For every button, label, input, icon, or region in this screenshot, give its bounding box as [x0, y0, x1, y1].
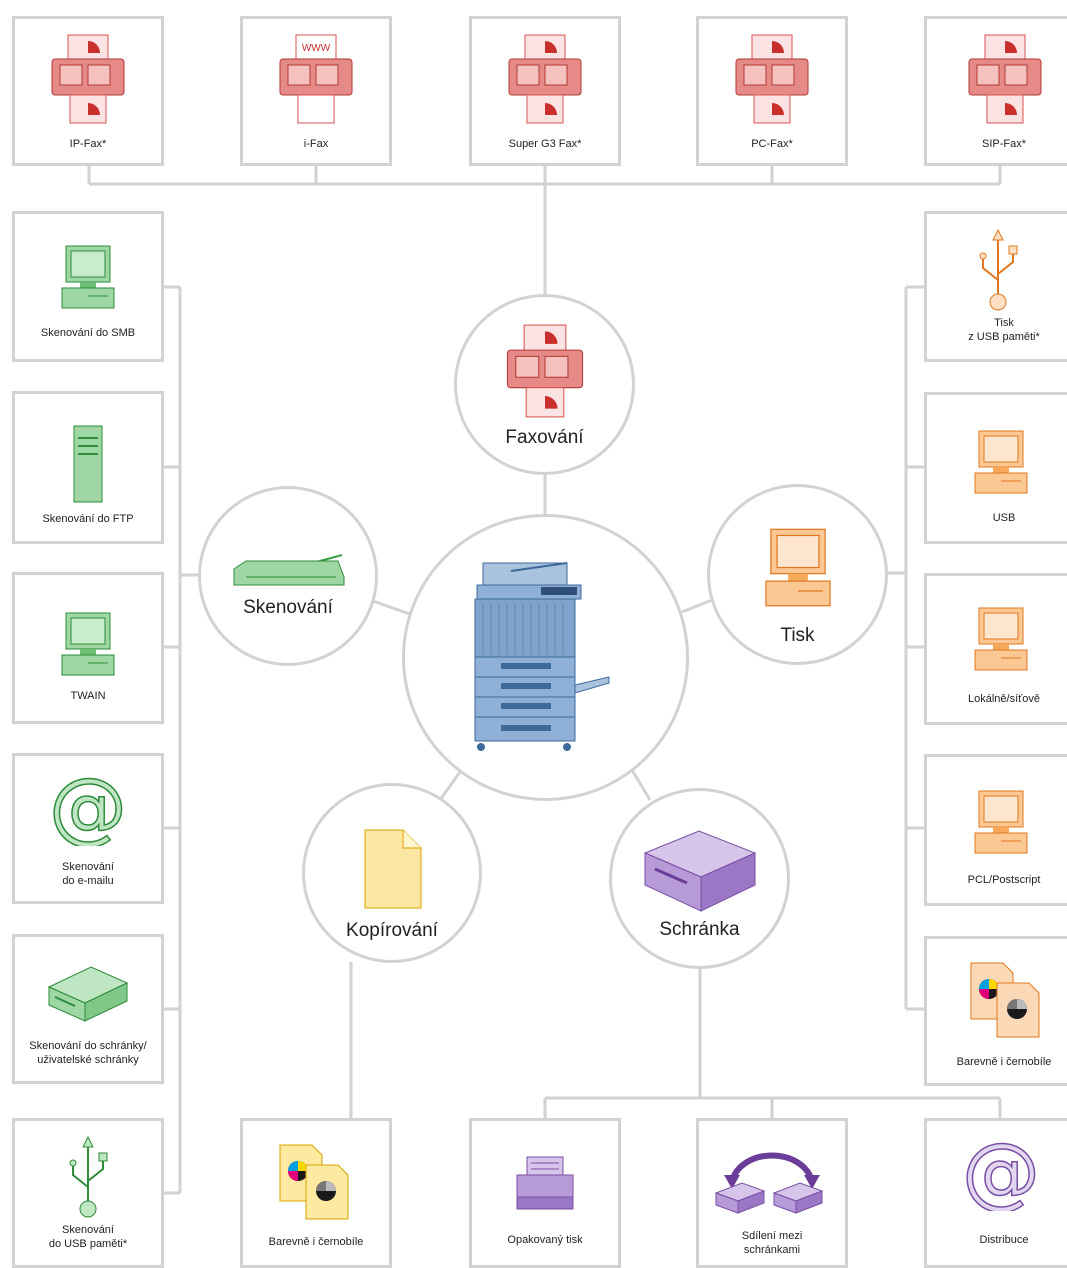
- scan-option-label: Skenování do e-mailu: [62, 861, 114, 887]
- at-sign-icon: @: [963, 1135, 1039, 1211]
- internet-fax-icon: WWW: [279, 34, 353, 124]
- scan-option-label: Skenování do FTP: [42, 513, 134, 525]
- box-option-label: Distribuce: [979, 1234, 1029, 1246]
- svg-text:@: @: [50, 770, 126, 846]
- hub-scan: Skenování: [198, 486, 378, 666]
- print-option-pcl-postscript: PCL/Postscript: [924, 754, 1067, 906]
- hub-fax: Faxování: [454, 294, 635, 475]
- color-documents-icon: [970, 962, 1040, 1038]
- fax-machine-icon: [51, 34, 125, 124]
- print-option-label: USB: [992, 512, 1016, 524]
- fax-machine-icon: [506, 324, 583, 418]
- fax-option-label: IP-Fax*: [69, 138, 107, 150]
- storage-box-icon: [643, 830, 756, 912]
- scan-option-label: TWAIN: [70, 690, 106, 702]
- at-sign-icon: @: [50, 770, 126, 846]
- fax-option-label: Super G3 Fax*: [508, 138, 582, 150]
- scan-option-usb: Skenování do USB paměti*: [12, 1118, 164, 1268]
- hub-label: Skenování: [243, 597, 333, 618]
- document-icon: [364, 829, 422, 909]
- box-sharing-icon: [714, 1152, 824, 1214]
- hub-print: Tisk: [707, 484, 888, 665]
- fax-machine-icon: [968, 34, 1042, 124]
- scan-option-box: Skenování do schránky/ uživatelské schrá…: [12, 934, 164, 1084]
- scan-option-twain: TWAIN: [12, 572, 164, 724]
- box-option-label: Sdílení mezi schránkami: [741, 1230, 803, 1256]
- hub-center-mfp: [402, 514, 689, 801]
- www-badge: WWW: [302, 43, 331, 54]
- computer-icon: [974, 790, 1028, 854]
- print-option-color-bw: Barevně i černobíle: [924, 936, 1067, 1086]
- print-option-label: Lokálně/síťově: [967, 693, 1040, 705]
- fax-option-label: i-Fax: [303, 138, 329, 150]
- printer-icon: [516, 1156, 574, 1210]
- print-option-label: Tisk z USB paměti*: [968, 317, 1040, 343]
- fax-option-sip-fax: SIP-Fax*: [924, 16, 1067, 166]
- scan-option-smb: Skenování do SMB: [12, 211, 164, 362]
- fax-option-label: SIP-Fax*: [981, 138, 1026, 150]
- box-option-reprint: Opakovaný tisk: [469, 1118, 621, 1268]
- computer-icon: [974, 430, 1028, 494]
- server-tower-icon: [73, 425, 103, 503]
- hub-box: Schránka: [609, 788, 790, 969]
- hub-label: Kopírování: [346, 920, 438, 941]
- scan-option-ftp: Skenování do FTP: [12, 391, 164, 544]
- box-option-distribution: @ Distribuce: [924, 1118, 1067, 1268]
- usb-icon: [979, 228, 1018, 311]
- fax-option-label: PC-Fax*: [751, 138, 793, 150]
- scan-option-label: Skenování do USB paměti*: [48, 1224, 128, 1250]
- fax-option-i-fax: WWW i-Fax: [240, 16, 392, 166]
- copy-option-color-bw: Barevně i černobíle: [240, 1118, 392, 1268]
- print-option-local-network: Lokálně/síťově: [924, 573, 1067, 725]
- scanner-icon: [233, 554, 345, 586]
- svg-text:@: @: [963, 1135, 1039, 1211]
- computer-icon: [974, 607, 1028, 671]
- copy-option-label: Barevně i černobíle: [268, 1236, 364, 1248]
- computer-icon: [61, 245, 115, 309]
- hub-label: Schránka: [659, 919, 740, 940]
- hub-label: Faxování: [505, 427, 584, 448]
- color-documents-icon: [279, 1144, 349, 1220]
- hub-copy: Kopírování: [302, 783, 482, 963]
- fax-machine-icon: [735, 34, 809, 124]
- fax-option-super-g3: Super G3 Fax*: [469, 16, 621, 166]
- box-option-label: Opakovaný tisk: [507, 1234, 583, 1246]
- fax-option-pc-fax: PC-Fax*: [696, 16, 848, 166]
- print-option-usb: USB: [924, 392, 1067, 544]
- scan-option-email: @ Skenování do e-mailu: [12, 753, 164, 904]
- box-option-sharing: Sdílení mezi schránkami: [696, 1118, 848, 1268]
- print-option-label: Barevně i černobíle: [956, 1056, 1052, 1068]
- multifunction-printer-icon: [474, 562, 609, 751]
- computer-icon: [764, 528, 831, 607]
- usb-icon: [69, 1135, 108, 1218]
- storage-box-icon: [47, 966, 129, 1022]
- hub-label: Tisk: [780, 625, 815, 646]
- scan-option-label: Skenování do SMB: [40, 327, 136, 339]
- fax-machine-icon: [508, 34, 582, 124]
- scan-option-label: Skenování do schránky/ uživatelské schrá…: [29, 1040, 147, 1066]
- print-option-label: PCL/Postscript: [967, 874, 1041, 886]
- computer-icon: [61, 612, 115, 676]
- print-option-usb-memory: Tisk z USB paměti*: [924, 211, 1067, 362]
- fax-option-ip-fax: IP-Fax*: [12, 16, 164, 166]
